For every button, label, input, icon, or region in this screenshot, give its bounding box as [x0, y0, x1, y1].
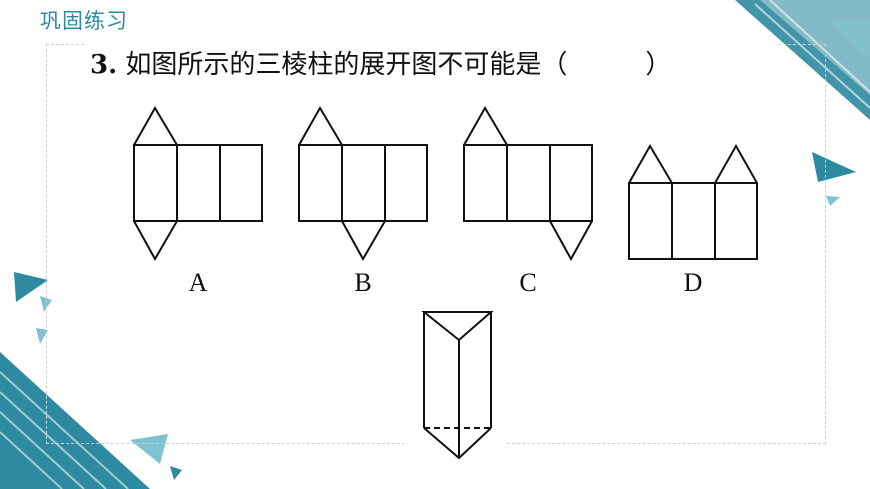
question-body: 如图所示的三棱柱的展开图不可能是（ ）: [125, 50, 672, 80]
option-label-d: D: [683, 268, 703, 297]
triangle-decor-bottom: [130, 434, 168, 464]
option-label-b: B: [354, 268, 372, 297]
triangle-decor-bottom-small: [170, 466, 182, 480]
triangle-decor-right-small: [826, 196, 840, 206]
corner-stripes-top-right: [735, 0, 870, 126]
triangle-decor-left: [14, 272, 48, 302]
option-label-c: C: [519, 268, 537, 297]
triangle-decor-left-tiny: [36, 328, 48, 344]
question-text: 3. 如图所示的三棱柱的展开图不可能是（ ）: [90, 44, 671, 81]
option-label-a: A: [188, 268, 208, 297]
page-title: 巩固练习: [40, 9, 128, 33]
triangle-decor-right: [812, 152, 856, 182]
question-number: 3.: [90, 50, 118, 80]
corner-stripes-bottom-left: [0, 352, 150, 489]
prism-figure-card: [404, 306, 505, 464]
